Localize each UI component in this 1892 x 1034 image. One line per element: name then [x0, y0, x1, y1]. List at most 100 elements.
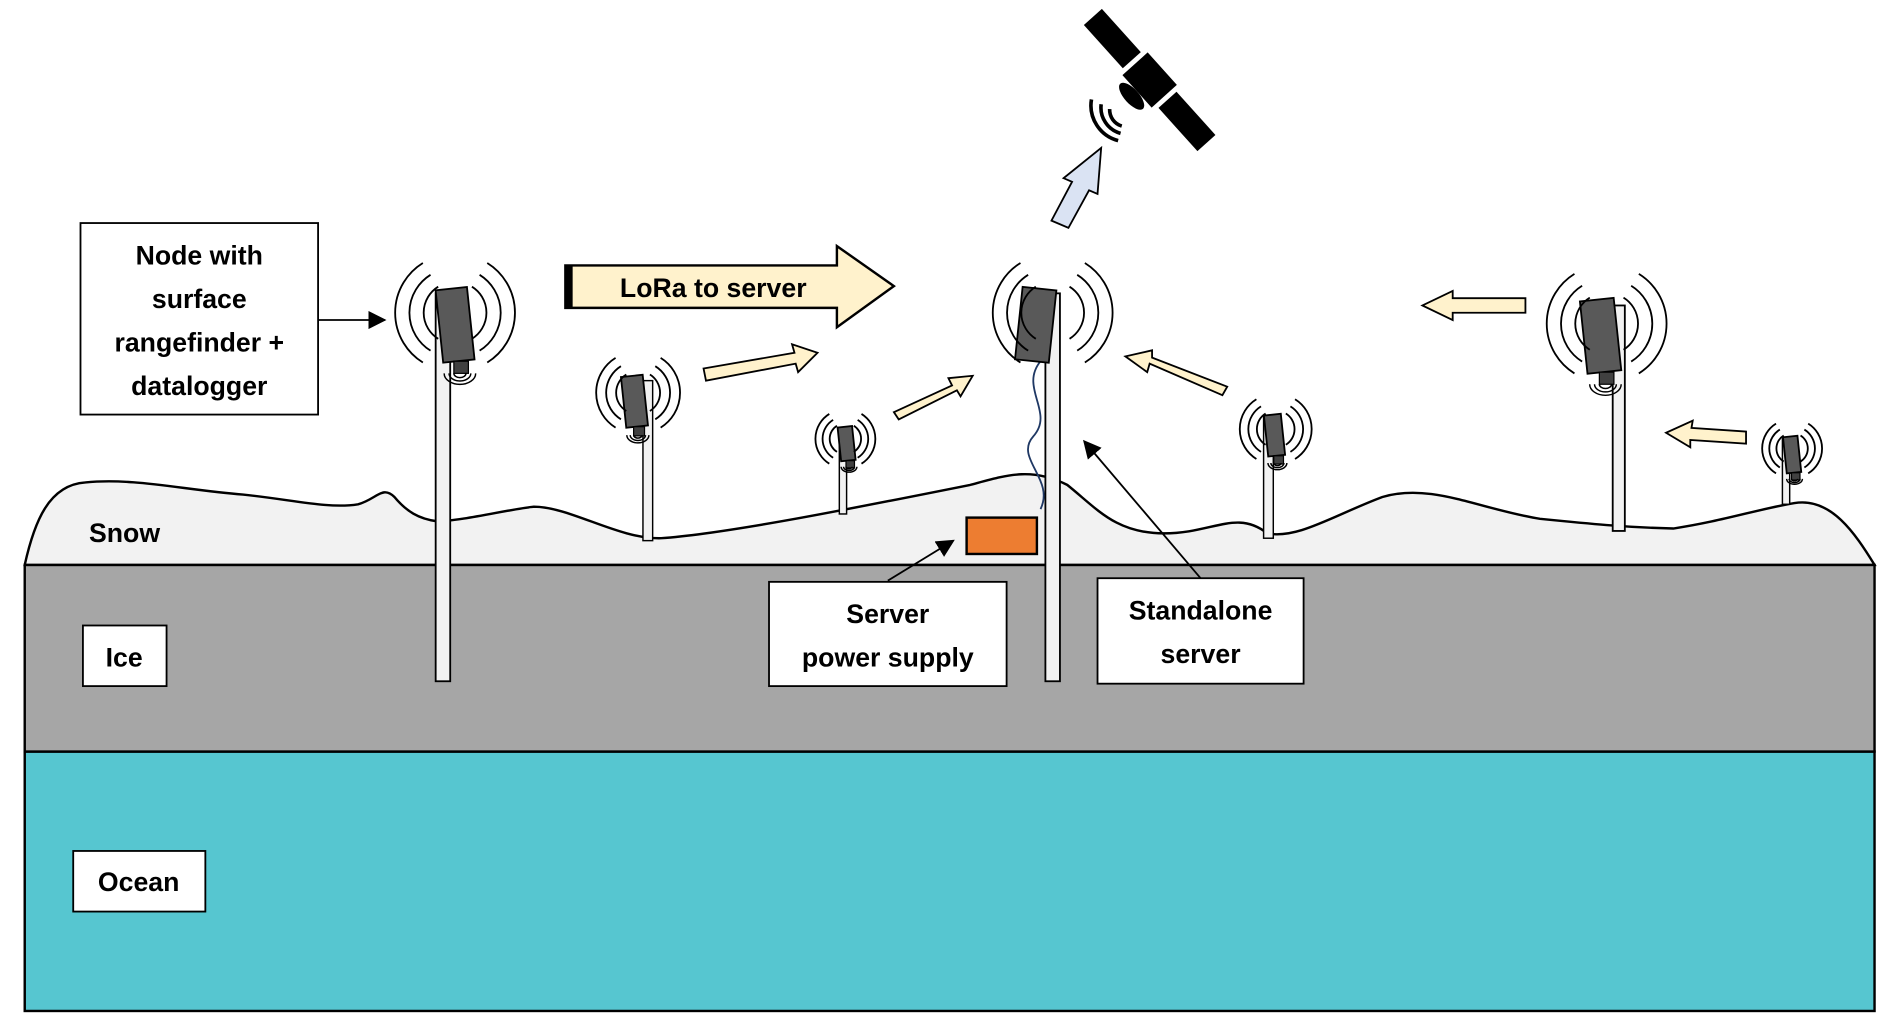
lora-arrow-small-2	[892, 374, 975, 421]
rangefinder-box	[1578, 296, 1623, 375]
lora-arrow-small-5	[1664, 419, 1747, 449]
satellite-uplink-arrow	[1050, 145, 1103, 230]
ocean-label: Ocean	[98, 867, 180, 897]
ping-wave-icon	[443, 373, 477, 386]
lora-main-arrow: LoRa to server	[564, 243, 896, 330]
radio-wave-icon	[1006, 274, 1029, 352]
radio-wave-icon	[1285, 412, 1296, 446]
radio-wave-icon	[861, 413, 877, 465]
radio-wave-icon	[605, 365, 622, 421]
radio-wave-icon	[828, 425, 838, 453]
radio-wave-icon	[1800, 434, 1809, 463]
radio-wave-icon	[1807, 422, 1823, 475]
ping-wave-icon	[1273, 462, 1282, 467]
server-callout-arrow	[1083, 439, 1202, 579]
radio-wave-icon	[660, 357, 681, 429]
radio-wave-icon	[991, 262, 1021, 364]
rangefinder-box	[1781, 434, 1803, 475]
sensor-node-5	[1545, 273, 1668, 396]
server-callout-line-2: server	[1161, 639, 1241, 669]
server-callout-line-1: Standalone	[1129, 595, 1273, 625]
radio-wave-icon	[1560, 284, 1583, 363]
server-callout-box: Standalone server	[1096, 577, 1305, 685]
rangefinder-box	[1014, 285, 1058, 364]
radio-wave-icon	[479, 274, 502, 352]
ping-wave-icon	[1790, 478, 1799, 482]
radio-wave-icon	[857, 419, 870, 459]
sensor-node-3	[814, 413, 877, 473]
radio-wave-icon	[422, 285, 439, 340]
rangefinder-nozzle	[845, 460, 856, 469]
radio-wave-icon	[1289, 405, 1304, 453]
radio-wave-icon	[1630, 284, 1654, 363]
power-callout-box: Server power supply	[768, 580, 1008, 688]
radio-wave-icon	[1775, 434, 1785, 463]
power-cable	[1027, 360, 1045, 510]
satellite-icon	[1083, 8, 1216, 152]
ping-wave-icon	[1785, 478, 1804, 486]
ping-wave-icon	[1588, 384, 1622, 396]
rangefinder-box	[1262, 412, 1287, 458]
radio-wave-icon	[595, 357, 617, 429]
radio-wave-icon	[1545, 273, 1575, 375]
ping-wave-icon	[448, 373, 472, 382]
lora-arrow-label: LoRa to server	[620, 273, 807, 303]
node-callout-box: Node with surface rangefinder + datalogg…	[79, 222, 319, 416]
radio-wave-icon	[1623, 296, 1639, 351]
ping-wave-icon	[1788, 478, 1801, 484]
sensor-node-4	[1238, 398, 1313, 471]
radio-wave-icon	[654, 365, 671, 421]
power-callout-line-1: Server	[846, 599, 929, 629]
ping-wave-icon	[453, 373, 467, 379]
satellite-signal-icon	[1089, 99, 1123, 143]
radio-wave-icon	[1761, 422, 1777, 475]
sensor-node-1	[394, 262, 516, 386]
snow-label: Snow	[89, 518, 160, 548]
radio-wave-icon	[615, 373, 627, 412]
radio-wave-icon	[1084, 262, 1114, 364]
radio-wave-icon	[1768, 428, 1781, 469]
rangefinder-nozzle	[1790, 472, 1801, 481]
ocean-layer	[23, 750, 1876, 1013]
ocean-label-box: Ocean	[72, 850, 207, 913]
radio-wave-icon	[853, 425, 862, 453]
ping-wave-icon	[1598, 384, 1613, 390]
radio-wave-icon	[1020, 285, 1037, 340]
ping-wave-icon	[840, 466, 858, 473]
rangefinder-box	[434, 286, 476, 364]
sensor-node-6	[1761, 422, 1823, 486]
ice-label: Ice	[106, 643, 143, 673]
lora-arrow-small-4	[1420, 289, 1527, 322]
server-power-supply-box	[965, 516, 1039, 556]
radio-wave-icon	[1638, 273, 1668, 375]
ping-wave-icon	[1270, 462, 1285, 469]
ping-wave-icon	[842, 466, 856, 472]
radio-wave-icon	[1574, 296, 1591, 351]
lora-arrow-small-1	[702, 342, 820, 382]
sensor-server	[991, 262, 1114, 364]
rangefinder-nozzle	[633, 426, 646, 437]
sensor-node-2	[595, 357, 681, 444]
ping-wave-icon	[626, 435, 650, 444]
node-callout-line-4: datalogger	[131, 371, 267, 401]
radio-wave-icon	[649, 373, 661, 412]
ping-wave-icon	[845, 466, 853, 470]
ping-wave-icon	[632, 434, 643, 439]
node-pole-2	[642, 379, 654, 542]
radio-wave-icon	[1256, 412, 1267, 446]
radio-wave-icon	[1069, 285, 1085, 340]
radio-wave-icon	[471, 285, 488, 340]
rangefinder-nozzle	[1273, 455, 1285, 465]
radio-wave-icon	[394, 262, 424, 364]
radio-wave-icon	[1294, 398, 1313, 460]
radio-wave-icon	[1803, 428, 1816, 469]
lora-arrow-small-3	[1123, 349, 1229, 397]
power-callout-arrow	[887, 539, 955, 582]
ping-wave-icon	[1267, 462, 1288, 471]
radio-wave-icon	[408, 274, 432, 352]
radio-wave-icon	[814, 413, 830, 465]
power-callout-line-2: power supply	[802, 643, 974, 673]
radio-wave-icon	[821, 419, 834, 459]
ice-label-box: Ice	[82, 624, 168, 688]
